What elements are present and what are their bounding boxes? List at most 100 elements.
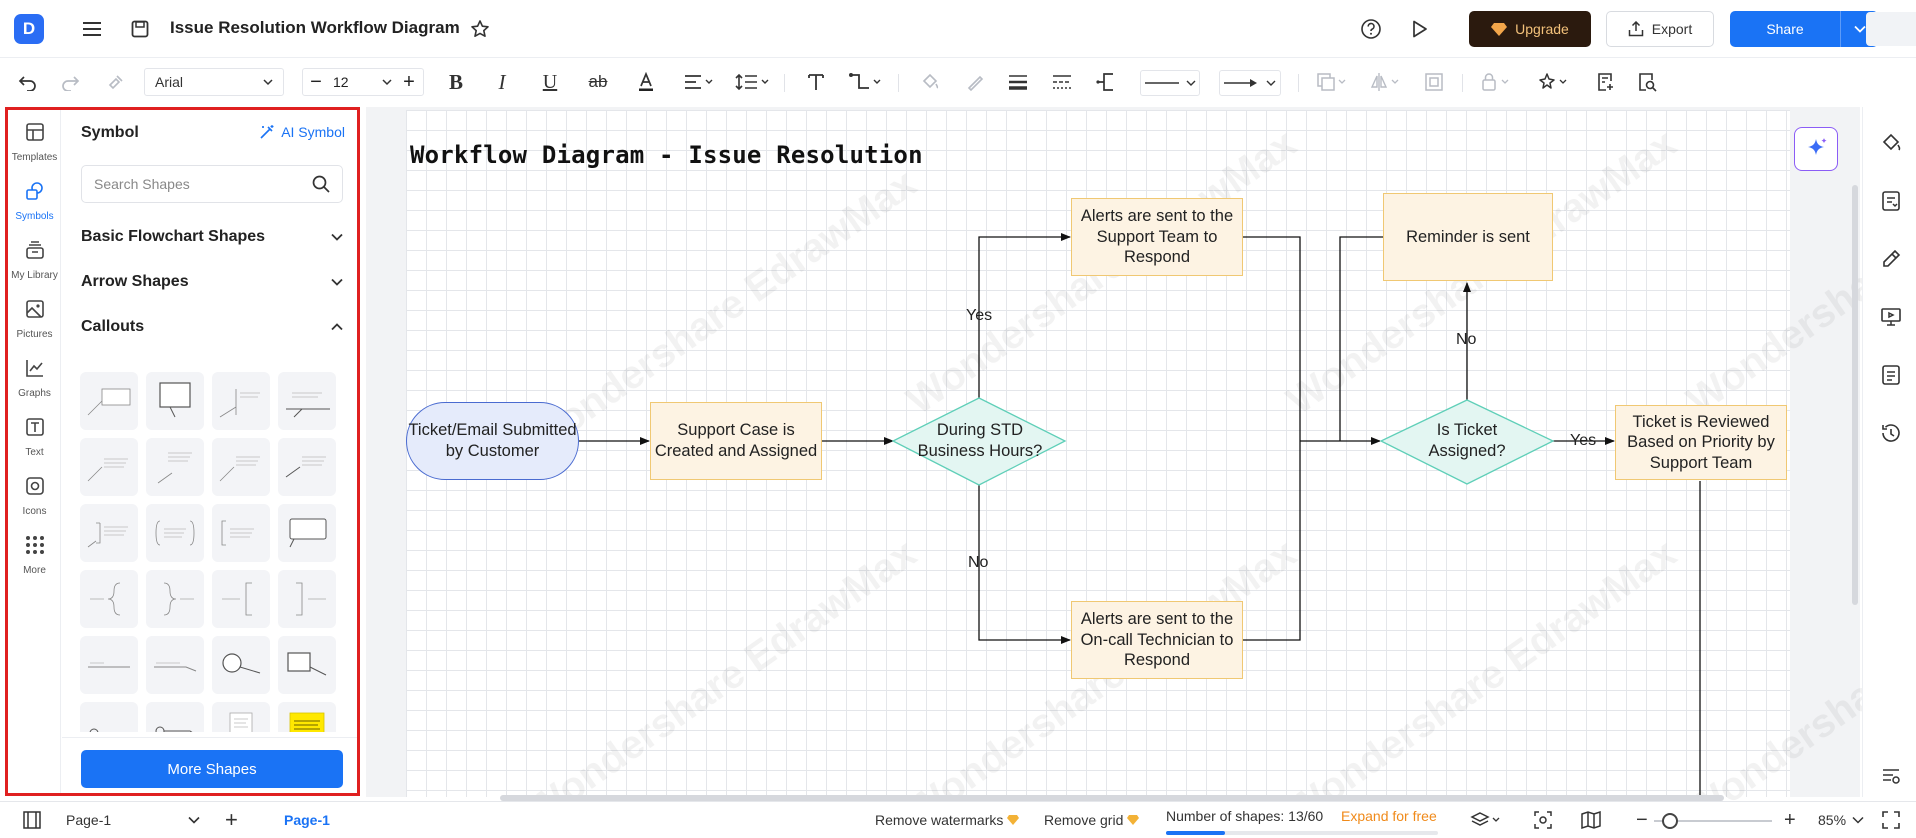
format-painter-icon[interactable] bbox=[104, 70, 128, 94]
process-node[interactable]: Alerts are sent to the Support Team to R… bbox=[1071, 198, 1243, 276]
callout-shape[interactable] bbox=[278, 438, 336, 496]
zoom-select[interactable]: 85% bbox=[1818, 802, 1864, 838]
nav-my-library[interactable]: My Library bbox=[8, 228, 61, 292]
start-node[interactable]: Ticket/Email Submitted by Customer bbox=[406, 402, 579, 480]
italic-icon[interactable]: I bbox=[498, 69, 506, 94]
star-icon[interactable] bbox=[468, 17, 492, 41]
section-callouts[interactable]: Callouts bbox=[81, 312, 343, 342]
callout-shape[interactable] bbox=[146, 636, 204, 694]
increase-size-icon[interactable]: + bbox=[403, 70, 415, 93]
connector[interactable] bbox=[978, 233, 1071, 398]
expand-for-free-link[interactable]: Expand for free bbox=[1341, 808, 1437, 824]
connector-style-icon[interactable] bbox=[1094, 70, 1118, 94]
callout-shape[interactable] bbox=[212, 438, 270, 496]
line-weight-icon[interactable] bbox=[1006, 70, 1030, 94]
nav-icons[interactable]: Icons bbox=[8, 464, 61, 528]
dash-style-icon[interactable] bbox=[1050, 70, 1074, 94]
callout-shape[interactable] bbox=[212, 372, 270, 430]
share-button[interactable]: Share bbox=[1730, 11, 1878, 47]
decision-diamond[interactable] bbox=[891, 397, 1067, 486]
app-logo[interactable]: D bbox=[14, 14, 44, 44]
format-panel-icon[interactable] bbox=[1880, 190, 1902, 212]
decision-diamond[interactable] bbox=[1379, 399, 1555, 485]
callout-shape[interactable] bbox=[80, 372, 138, 430]
bold-icon[interactable]: B bbox=[448, 69, 463, 94]
edge-label-no[interactable]: No bbox=[968, 554, 989, 571]
edge-label-no[interactable]: No bbox=[1456, 331, 1477, 348]
callout-shape[interactable] bbox=[146, 438, 204, 496]
redo-icon[interactable] bbox=[58, 70, 82, 94]
callout-shape[interactable] bbox=[278, 372, 336, 430]
connector[interactable] bbox=[978, 485, 1071, 644]
search-icon[interactable] bbox=[312, 175, 330, 193]
callout-shape[interactable] bbox=[212, 702, 270, 732]
section-arrow-shapes[interactable]: Arrow Shapes bbox=[81, 267, 343, 297]
zoom-slider-track[interactable] bbox=[1654, 820, 1772, 822]
undo-icon[interactable] bbox=[16, 70, 40, 94]
process-node[interactable]: Reminder is sent bbox=[1383, 193, 1553, 281]
remove-watermarks-link[interactable]: Remove watermarks bbox=[875, 802, 1020, 838]
ai-assistant-button[interactable] bbox=[1794, 127, 1838, 171]
process-node[interactable]: Alerts are sent to the On-call Technicia… bbox=[1071, 601, 1243, 679]
process-node[interactable]: Support Case is Created and Assigned bbox=[650, 402, 822, 480]
connector[interactable] bbox=[1243, 236, 1301, 641]
line-spacing-icon[interactable] bbox=[734, 70, 772, 94]
nav-pictures[interactable]: Pictures bbox=[8, 287, 61, 351]
style-brush-icon[interactable] bbox=[1880, 248, 1902, 270]
chevron-down-icon[interactable] bbox=[379, 78, 395, 86]
nav-more[interactable]: More bbox=[8, 523, 61, 587]
decision-node-label[interactable]: During STD Business Hours? bbox=[917, 421, 1043, 460]
connector-icon[interactable] bbox=[848, 70, 884, 94]
export-button[interactable]: Export bbox=[1606, 11, 1714, 47]
callout-shape[interactable] bbox=[212, 636, 270, 694]
diagram-title[interactable]: Workflow Diagram - Issue Resolution bbox=[410, 141, 923, 169]
line-color-icon[interactable] bbox=[963, 70, 987, 94]
line-style-select[interactable] bbox=[1140, 70, 1200, 96]
arrange-icon[interactable] bbox=[1314, 70, 1350, 94]
layers-icon[interactable] bbox=[1470, 802, 1502, 838]
nav-templates[interactable]: Templates bbox=[8, 110, 61, 174]
callout-shape[interactable] bbox=[278, 636, 336, 694]
text-tool-icon[interactable] bbox=[804, 70, 828, 94]
font-color-icon[interactable] bbox=[634, 70, 658, 94]
decrease-size-icon[interactable]: − bbox=[310, 70, 322, 93]
ai-symbol-button[interactable]: AI Symbol bbox=[259, 124, 345, 140]
page-panel-toggle-icon[interactable] bbox=[22, 802, 42, 838]
fill-icon[interactable] bbox=[918, 70, 942, 94]
font-size-stepper[interactable]: − 12 + bbox=[302, 68, 424, 96]
outline-icon[interactable] bbox=[1880, 364, 1902, 386]
avatar[interactable] bbox=[1866, 12, 1916, 46]
horizontal-scrollbar[interactable] bbox=[500, 795, 1724, 801]
tab-page-1[interactable]: Page-1 bbox=[284, 812, 330, 828]
search-shapes-field[interactable] bbox=[81, 165, 343, 203]
callout-shape[interactable] bbox=[278, 702, 336, 732]
section-basic-flowchart[interactable]: Basic Flowchart Shapes bbox=[81, 222, 343, 252]
more-shapes-button[interactable]: More Shapes bbox=[81, 750, 343, 788]
page-select[interactable]: Page-1 bbox=[66, 802, 200, 838]
callout-shape[interactable] bbox=[80, 504, 138, 562]
presentation-icon[interactable] bbox=[1880, 306, 1902, 328]
save-icon[interactable] bbox=[128, 17, 152, 41]
callout-shape[interactable] bbox=[80, 636, 138, 694]
callout-shape[interactable] bbox=[278, 570, 336, 628]
decision-node-label[interactable]: Is Ticket Assigned? bbox=[1428, 421, 1506, 460]
upgrade-button[interactable]: Upgrade bbox=[1469, 11, 1591, 47]
settings-list-icon[interactable] bbox=[1880, 765, 1902, 787]
font-family-select[interactable]: Arial bbox=[144, 68, 284, 96]
vertical-scrollbar[interactable] bbox=[1852, 185, 1858, 605]
nav-text[interactable]: Text bbox=[8, 405, 61, 469]
menu-icon[interactable] bbox=[80, 17, 104, 41]
connector[interactable] bbox=[1339, 236, 1383, 441]
chevron-down-icon[interactable] bbox=[1841, 22, 1878, 36]
callout-shape[interactable] bbox=[80, 438, 138, 496]
fullscreen-icon[interactable] bbox=[1882, 802, 1900, 838]
nav-graphs[interactable]: Graphs bbox=[8, 346, 61, 410]
callout-shape[interactable] bbox=[146, 570, 204, 628]
zoom-in-icon[interactable]: + bbox=[1784, 808, 1796, 831]
add-page-icon[interactable]: + bbox=[225, 807, 238, 832]
underline-icon[interactable]: U bbox=[542, 70, 558, 93]
search-input[interactable] bbox=[94, 176, 294, 192]
insert-page-icon[interactable] bbox=[1594, 70, 1618, 94]
callout-shape[interactable] bbox=[146, 702, 204, 732]
document-title[interactable]: Issue Resolution Workflow Diagram bbox=[170, 18, 460, 37]
